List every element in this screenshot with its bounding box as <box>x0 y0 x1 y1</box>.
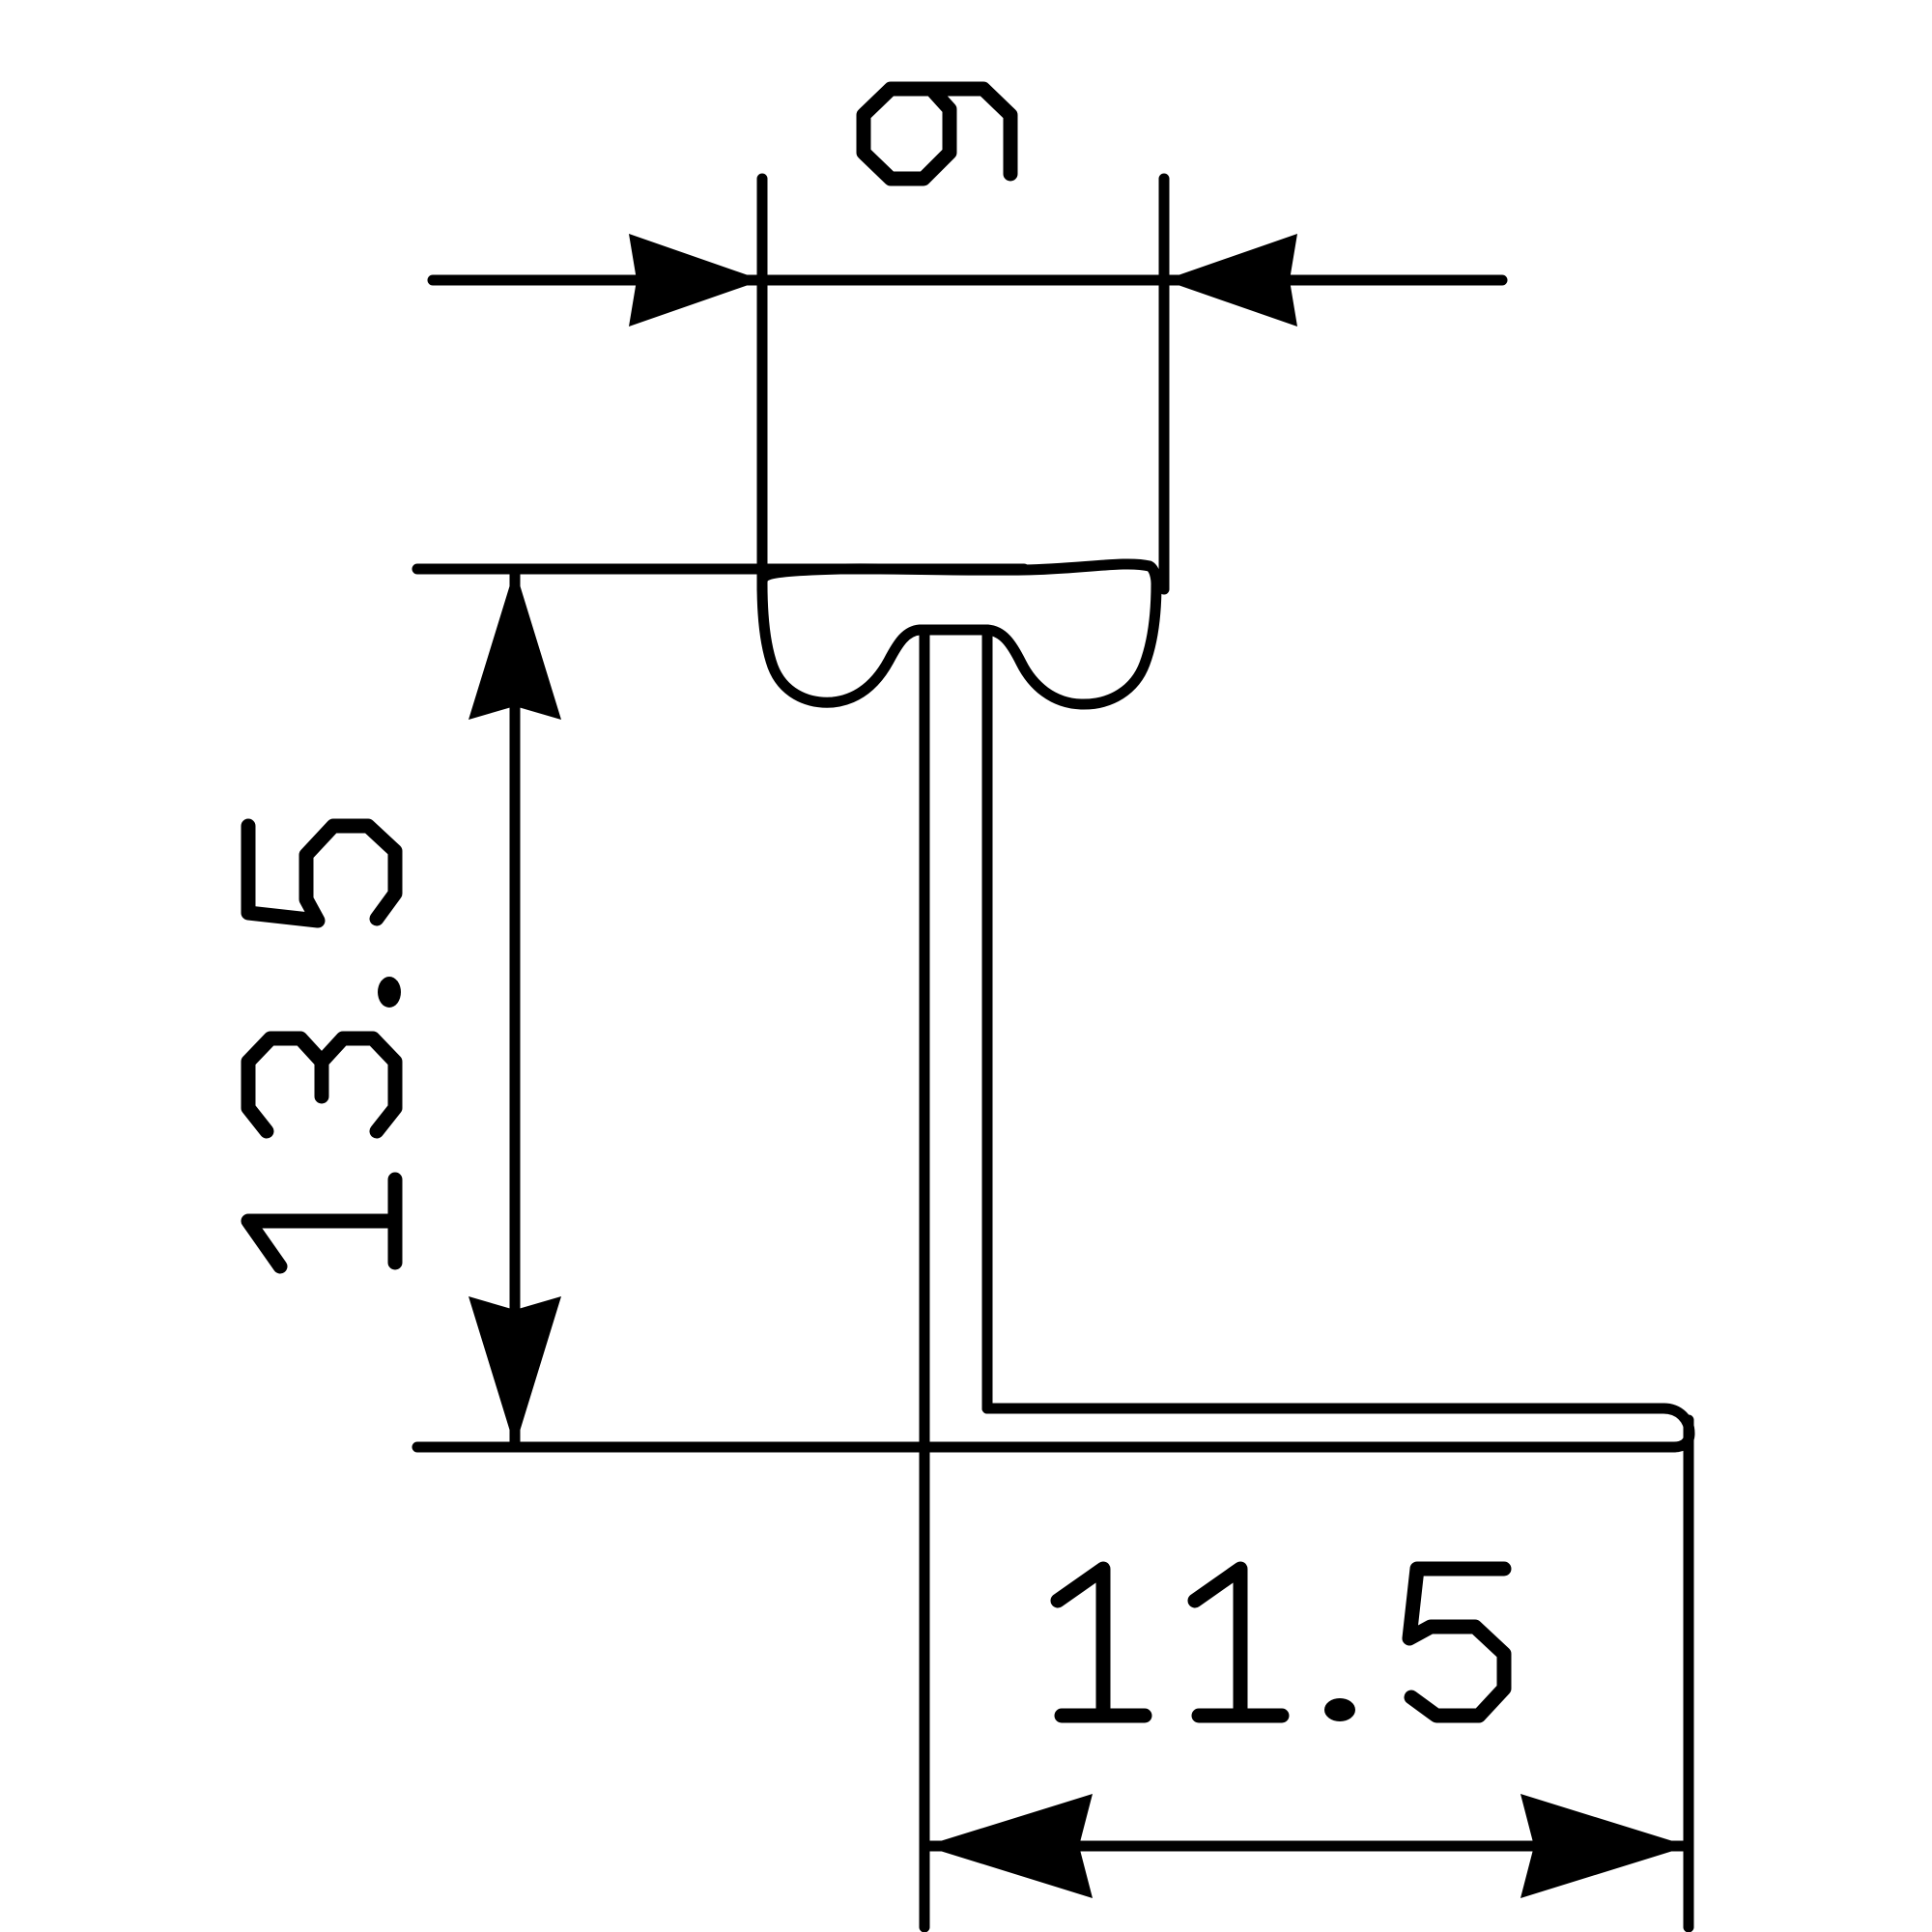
dim-6-glyph <box>856 81 1018 186</box>
dim-value-11-5-text: 11.5 <box>0 31 18 42</box>
dim-11-5-glyph-dot <box>1324 1698 1355 1721</box>
dim-value-13-5-text: 13.5 <box>0 17 19 28</box>
dim-glyph-decimal-point <box>378 977 401 1008</box>
dim-glyph-five-b-stroke <box>1402 1561 1512 1723</box>
dimension-label-13-5 <box>241 818 403 1274</box>
dim-glyph-three-stroke <box>241 1031 403 1139</box>
arrow-head-11-5-right <box>1520 1794 1689 1898</box>
dim-13-5-glyph-dot <box>378 977 401 1008</box>
dim-glyph-one-stroke <box>241 1172 403 1274</box>
dim-13-5-glyph-3 <box>241 1031 403 1139</box>
dim-11-5-glyph-1b <box>1187 1561 1290 1723</box>
dimension-label-11-5 <box>1050 1561 1512 1723</box>
arrow-head-13-5-top <box>469 569 561 720</box>
profile-geometry <box>756 558 1695 1453</box>
dimension-label-6 <box>856 81 1018 186</box>
dimension-11-5 <box>919 1561 1694 1898</box>
dim-13-5-glyph-5 <box>241 818 403 928</box>
dim-glyph-decimal-point-2 <box>1324 1698 1355 1721</box>
dim-13-5-glyph-1 <box>241 1172 403 1274</box>
dim-11-5-glyph-1a <box>1050 1561 1152 1723</box>
arrow-head-11-5-left <box>924 1794 1093 1898</box>
dim-11-5-glyph-5 <box>1402 1561 1512 1723</box>
dim-glyph-one-a-stroke <box>1050 1561 1152 1723</box>
dim-value-6-text: 6 <box>0 4 6 14</box>
profile-head-outline <box>756 558 1162 710</box>
dim-glyph-one-b-stroke <box>1187 1561 1290 1723</box>
arrow-head-6-left <box>629 234 762 327</box>
dimension-13-5 <box>241 563 561 1453</box>
arrow-head-13-5-bottom <box>469 1296 561 1447</box>
dimension-6 <box>427 81 1508 327</box>
arrow-head-6-right <box>1164 234 1297 327</box>
dim-glyph-five-stroke <box>241 818 403 928</box>
